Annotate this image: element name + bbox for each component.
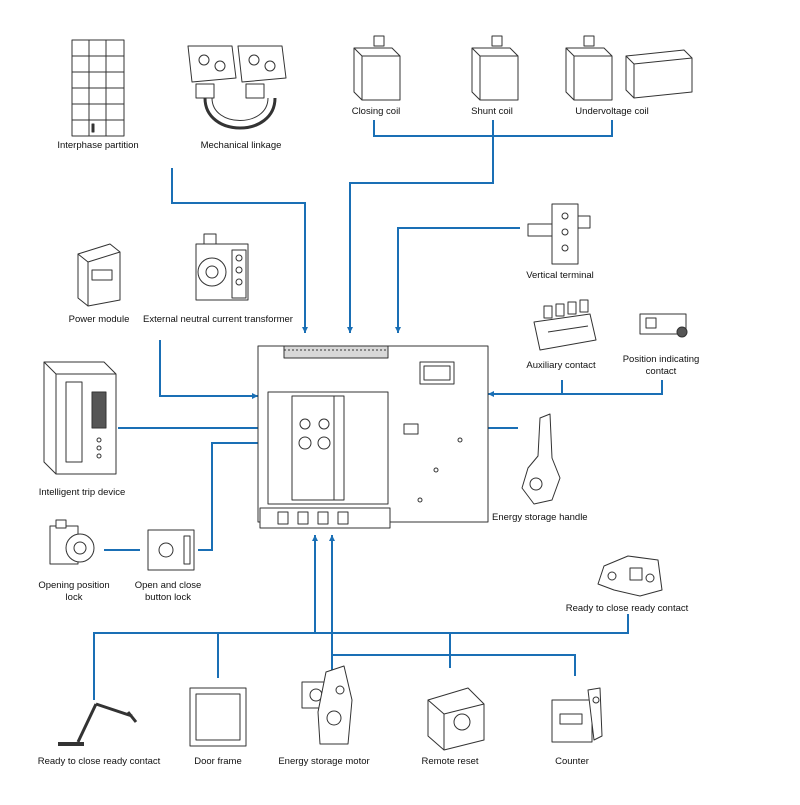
crank-handle-image (58, 702, 138, 746)
button-lock-image (147, 529, 195, 571)
label-opening-position-lock-1: Opening position (38, 580, 110, 591)
label-remote-reset: Remote reset (421, 756, 479, 767)
connector-counter-drop (332, 654, 576, 676)
label-position-indicating-contact-1: Position indicating (622, 354, 700, 365)
energy-storage-handle-image (521, 413, 561, 505)
auxiliary-contact-image (533, 299, 597, 351)
connector-power-ct (159, 340, 258, 399)
label-button-lock-1: Open and close (134, 580, 202, 591)
label-shunt-coil: Shunt coil (471, 106, 513, 117)
label-door-frame: Door frame (194, 756, 242, 767)
counter-image (551, 687, 603, 743)
connector-auxiliary-contacts (561, 380, 663, 395)
label-counter: Counter (555, 756, 589, 767)
label-ready-contact-bottom: Ready to close ready contact (37, 756, 161, 767)
label-vertical-terminal: Vertical terminal (526, 270, 594, 281)
connector-interphase-linkage (171, 168, 308, 333)
remote-reset-image (427, 687, 485, 751)
label-external-ct: External neutral current transformer (143, 314, 293, 325)
label-energy-storage-motor: Energy storage motor (278, 756, 370, 767)
label-opening-position-lock-2: lock (65, 592, 83, 603)
label-mechanical-linkage: Mechanical linkage (200, 140, 282, 151)
label-undervoltage-coil: Undervoltage coil (575, 106, 649, 117)
external-ct-image (195, 233, 249, 301)
label-energy-storage-handle: Energy storage handle (492, 512, 588, 523)
connector-lines (93, 120, 663, 700)
label-interphase-partition: Interphase partition (57, 140, 139, 151)
undervoltage-coil-image (565, 35, 693, 101)
opening-position-lock-image (49, 519, 95, 565)
ready-contact-right-image (597, 555, 663, 597)
shunt-coil-image (471, 35, 519, 101)
interphase-partition-image (71, 39, 125, 137)
circuit-breaker-image (257, 345, 489, 529)
position-indicating-contact-image (639, 313, 688, 338)
label-ready-contact-right: Ready to close ready contact (565, 603, 689, 614)
label-power-module: Power module (68, 314, 130, 325)
power-module-image (77, 243, 121, 307)
intelligent-trip-device-image (43, 361, 117, 475)
vertical-terminal-image (527, 203, 591, 265)
connector-shunt-drop (347, 120, 494, 333)
connector-button-lock (198, 440, 293, 551)
connector-bottom-bar (93, 614, 629, 700)
connector-vertical-terminal (395, 227, 520, 333)
energy-storage-motor-image (301, 665, 353, 745)
label-closing-coil: Closing coil (351, 106, 401, 117)
closing-coil-image (353, 35, 401, 101)
label-auxiliary-contact: Auxiliary contact (526, 360, 596, 371)
label-position-indicating-contact-2: contact (645, 366, 677, 377)
mechanical-linkage-image (187, 45, 287, 130)
door-frame-image (189, 687, 247, 747)
label-button-lock-2: button lock (145, 592, 191, 603)
label-intelligent-trip-device: Intelligent trip device (38, 487, 126, 498)
